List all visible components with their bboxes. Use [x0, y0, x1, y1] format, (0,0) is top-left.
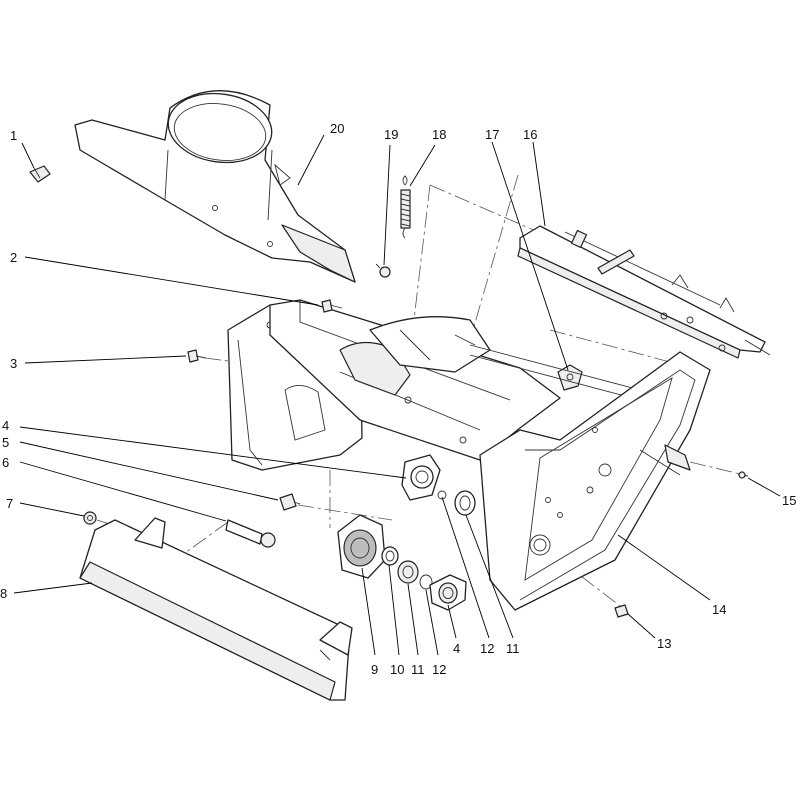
callout-6: 6 — [2, 455, 9, 470]
callout-20: 20 — [330, 121, 344, 136]
leader-lines — [13, 134, 781, 656]
callout-3: 3 — [10, 356, 17, 371]
callout-13: 13 — [657, 636, 671, 651]
callout-18: 18 — [432, 127, 446, 142]
callout-12-lower: 12 — [432, 662, 446, 677]
callout-15: 15 — [782, 493, 796, 508]
callout-12-upper: 12 — [480, 641, 494, 656]
hex-nut — [83, 511, 97, 525]
callout-labels: 1 20 19 18 17 16 2 3 4 5 6 7 8 9 10 11 1… — [0, 121, 796, 677]
callout-7: 7 — [6, 496, 13, 511]
callout-1: 1 — [10, 128, 17, 143]
callout-8: 8 — [0, 586, 7, 601]
ball-bearing — [397, 560, 419, 584]
callout-14: 14 — [712, 602, 726, 617]
discharge-chute-base — [74, 90, 356, 283]
flange-bolt — [225, 519, 276, 548]
carriage-bolts — [187, 299, 343, 363]
bearing-housing — [337, 514, 386, 579]
callout-11-lower: 11 — [411, 662, 425, 677]
callout-16: 16 — [523, 127, 537, 142]
extension-spring — [400, 175, 411, 239]
callout-5: 5 — [2, 435, 9, 450]
retaining-ring — [419, 574, 433, 590]
callout-4-lower: 4 — [453, 641, 460, 656]
washer — [381, 546, 399, 566]
callout-4: 4 — [2, 418, 9, 433]
scraper-bar-rail — [517, 225, 771, 359]
clip-nut — [29, 165, 51, 183]
callout-19: 19 — [384, 127, 398, 142]
callout-17: 17 — [485, 127, 499, 142]
auger-housing-frame — [227, 299, 711, 611]
callout-9: 9 — [371, 662, 378, 677]
callout-11-upper: 11 — [506, 641, 520, 656]
bearing-flange — [429, 574, 467, 611]
chute-nut — [375, 263, 391, 278]
callout-2: 2 — [10, 250, 17, 265]
hex-bolt — [279, 493, 301, 511]
scraper-bar — [79, 517, 353, 701]
callout-10: 10 — [390, 662, 404, 677]
cable-bracket — [557, 364, 583, 391]
